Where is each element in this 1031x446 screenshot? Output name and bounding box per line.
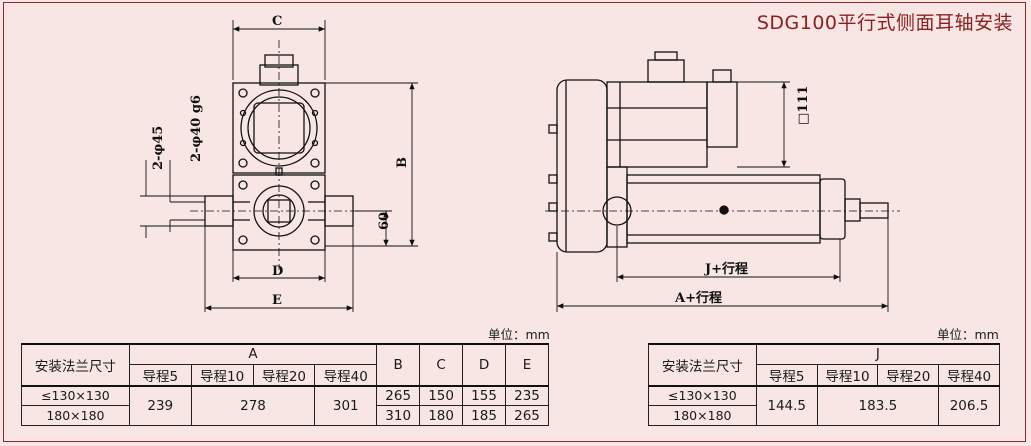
j-sub-lead5: 导程5 <box>755 363 818 386</box>
j-sub-lead40: 导程40 <box>938 363 1000 386</box>
a-lead40: 301 <box>314 384 378 426</box>
spec-table-J: 安装法兰尺寸 J 导程5 导程10 导程20 导程40 ≤130×130 144… <box>648 343 1001 426</box>
row2-flange: 180×180 <box>21 405 130 426</box>
drawing-frame <box>3 2 1026 442</box>
sub-lead40: 导程40 <box>314 363 378 386</box>
header-J: J <box>755 343 1001 365</box>
j-row1-flange: ≤130×130 <box>648 384 757 406</box>
dim-D: D <box>272 264 283 279</box>
motor-connector <box>647 59 685 83</box>
servo-motor <box>606 81 708 168</box>
j-lead10-20: 183.5 <box>816 384 940 426</box>
row1-C: 150 <box>419 384 464 406</box>
sub-lead20: 导程20 <box>252 363 316 386</box>
header-A: A <box>128 343 378 365</box>
drawing-title: SDG100平行式侧面耳轴安装 <box>756 12 1013 34</box>
row2-E: 265 <box>505 405 549 426</box>
header-C: C <box>419 343 464 386</box>
dim-J: J+行程 <box>704 261 748 277</box>
row2-C: 180 <box>419 405 464 426</box>
row1-flange: ≤130×130 <box>21 384 130 406</box>
row1-E: 235 <box>505 384 549 406</box>
piston-rod <box>859 202 889 219</box>
sub-lead10: 导程10 <box>190 363 254 386</box>
side-view <box>548 51 889 253</box>
row1-D: 155 <box>462 384 506 406</box>
header-B: B <box>376 343 421 386</box>
dim-60: 60 <box>377 212 392 230</box>
header-flange-j: 安装法兰尺寸 <box>648 343 757 386</box>
dim-E: E <box>272 293 282 308</box>
sub-lead5: 导程5 <box>128 363 192 386</box>
j-lead5: 144.5 <box>755 384 818 426</box>
header-E: E <box>505 343 549 386</box>
unit-label-left: 单位：mm <box>488 327 550 342</box>
spec-table-A: 安装法兰尺寸 A B C D E 导程5 导程10 导程20 导程40 ≤130… <box>21 343 549 426</box>
j-sub-lead10: 导程10 <box>816 363 879 386</box>
header-D: D <box>462 343 506 386</box>
row1-B: 265 <box>376 384 421 406</box>
row2-B: 310 <box>376 405 421 426</box>
j-row2-flange: 180×180 <box>648 405 757 426</box>
a-lead10-20: 278 <box>190 384 316 426</box>
j-sub-lead20: 导程20 <box>877 363 940 386</box>
header-flange: 安装法兰尺寸 <box>21 343 130 386</box>
dim-B: B <box>395 157 410 168</box>
dim-111: □111 <box>796 86 811 125</box>
j-lead40: 206.5 <box>938 384 1000 426</box>
dim-phi40: 2-φ40 g6 <box>189 95 204 162</box>
dim-A: A+行程 <box>674 290 722 306</box>
a-lead5: 239 <box>128 384 192 426</box>
row2-D: 185 <box>462 405 506 426</box>
motor-cable-box <box>706 81 738 148</box>
dim-phi45: 2-φ45 <box>151 126 166 170</box>
dim-C: C <box>272 14 282 29</box>
unit-label-right: 单位：mm <box>937 327 999 342</box>
flange-block <box>556 79 608 253</box>
